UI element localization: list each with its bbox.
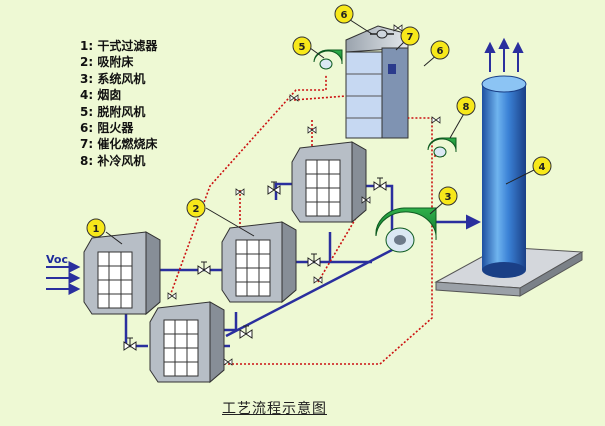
legend-text: 催化燃烧床	[97, 137, 158, 152]
badge-4: 4	[532, 156, 552, 176]
badge-8: 8	[456, 96, 476, 116]
badge-label: 1	[93, 224, 100, 235]
badge-label: 6	[437, 46, 444, 57]
badge-6-top: 6	[334, 4, 354, 24]
legend-item: 8: 补冷风机	[80, 153, 146, 168]
legend-text: 烟囱	[97, 88, 122, 103]
badge-3: 3	[438, 186, 458, 206]
badge-label: 7	[407, 32, 414, 43]
badge-label: 5	[299, 42, 306, 53]
legend-item: 6: 阻火器	[80, 121, 134, 136]
legend-item: 7: 催化燃烧床	[80, 137, 158, 152]
adsorption-bed-lower	[149, 301, 225, 384]
badge-7: 7	[400, 26, 420, 46]
desorption-fan-icon	[313, 49, 343, 70]
badge-label: 8	[463, 102, 470, 113]
legend-item: 2: 吸附床	[80, 55, 134, 70]
legend-item: 3: 系统风机	[80, 71, 146, 86]
legend-number: 4	[80, 88, 89, 103]
exhaust-arrows	[484, 37, 524, 72]
voc-inlet-arrows	[46, 261, 81, 295]
legend-text: 补冷风机	[97, 153, 146, 168]
legend-text: 干式过滤器	[97, 39, 158, 53]
legend-number: 2	[80, 55, 89, 70]
valve-icons	[123, 177, 387, 351]
legend-text: 系统风机	[97, 71, 146, 86]
catalytic-combustion-bed	[345, 25, 409, 139]
legend-text: 脱附风机	[97, 104, 146, 119]
badge-label: 2	[193, 204, 200, 215]
legend-item: 4: 烟囱	[80, 88, 122, 103]
legend-text: 吸附床	[97, 55, 134, 70]
legend-text: 阻火器	[97, 121, 134, 136]
legend-number: 1	[80, 39, 89, 53]
badge-label: 4	[539, 162, 546, 173]
diagram-caption: 工艺流程示意图	[222, 401, 327, 417]
badge-label: 3	[445, 192, 452, 203]
small-valve-icons	[167, 24, 441, 366]
badge-6-right: 6	[430, 40, 450, 60]
legend-number: 3	[80, 71, 89, 86]
cooling-fan-icon	[427, 137, 457, 158]
legend-number: 5	[80, 104, 89, 119]
badge-label: 6	[341, 10, 348, 21]
badge-2: 2	[186, 198, 206, 218]
legend-number: 6	[80, 121, 89, 136]
legend-number: 7	[80, 137, 89, 152]
badge-1: 1	[86, 218, 106, 238]
system-fan-icon	[375, 207, 437, 253]
adsorption-bed-upper	[291, 141, 367, 224]
flame-arrester-icon	[370, 29, 394, 39]
legend-item: 5: 脱附风机	[80, 104, 146, 119]
adsorption-bed-middle	[221, 221, 297, 304]
dry-filter	[83, 231, 161, 316]
chimney	[481, 37, 527, 278]
badge-5: 5	[292, 36, 312, 56]
legend-number: 8	[80, 153, 89, 168]
number-badges: 1 2 3 4 5 6 6 7 8	[86, 4, 552, 238]
voc-inlet-label: Voc	[46, 253, 68, 266]
legend-item: 1: 干式过滤器	[80, 39, 158, 53]
